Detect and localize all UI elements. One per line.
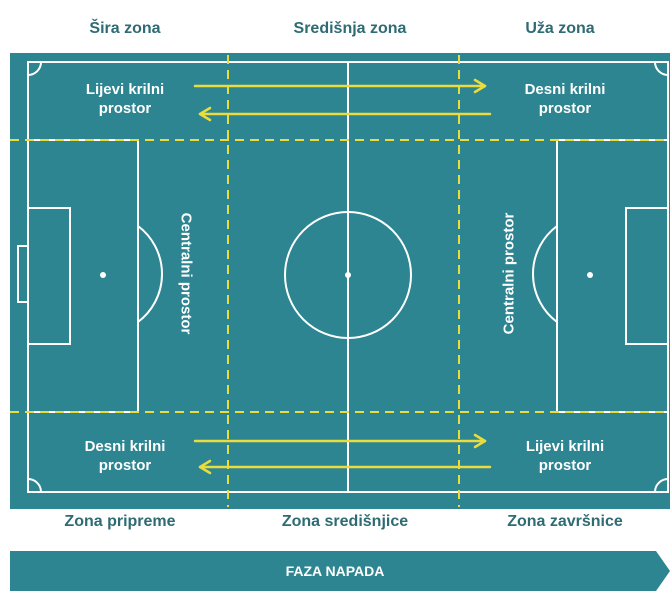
arrow-bottom-backward-head bbox=[198, 459, 212, 475]
corner-arc-bottom-left bbox=[27, 478, 42, 493]
center-circle bbox=[284, 211, 412, 339]
label-right-wing-bottom: Desni krilni prostor bbox=[50, 437, 200, 475]
label-central-right: Centralni prostor bbox=[500, 212, 518, 335]
right-penalty-spot bbox=[587, 272, 593, 278]
arrow-bottom-forward-head bbox=[473, 433, 487, 449]
label-narrow-zone: Uža zona bbox=[525, 20, 595, 37]
label-left-wing-top-line2: prostor bbox=[98, 100, 152, 117]
right-goal-area bbox=[625, 207, 669, 345]
corner-arc-top-right bbox=[654, 61, 669, 76]
phase-arrow-bar bbox=[10, 551, 670, 591]
phase-arrow-shape bbox=[10, 551, 670, 591]
right-penalty-arc bbox=[532, 225, 558, 323]
label-left-wing-bottom: Lijevi krilni prostor bbox=[490, 437, 640, 475]
corner-arc-top-left bbox=[27, 61, 42, 76]
field-background bbox=[10, 53, 670, 509]
label-preparation-zone: Zona pripreme bbox=[64, 513, 176, 530]
label-wide-zone: Šira zona bbox=[89, 20, 161, 37]
label-right-wing-top-line1: Desni krilni bbox=[524, 81, 606, 98]
label-right-wing-bottom-line1: Desni krilni bbox=[84, 438, 166, 455]
label-right-wing-top-line2: prostor bbox=[538, 100, 592, 117]
left-penalty-arc bbox=[137, 225, 163, 323]
left-goal bbox=[17, 245, 29, 303]
label-finishing-zone: Zona završnice bbox=[507, 513, 623, 530]
corner-arc-bottom-right bbox=[654, 478, 669, 493]
arrow-top-backward-head bbox=[198, 106, 212, 122]
label-left-wing-bottom-line2: prostor bbox=[538, 457, 592, 474]
phase-label: FAZA NAPADA bbox=[285, 563, 385, 579]
label-central-left: Centralni prostor bbox=[177, 212, 195, 335]
arrow-top-forward-head bbox=[473, 78, 487, 94]
label-central-zone: Središnja zona bbox=[293, 20, 407, 37]
center-spot bbox=[345, 272, 351, 278]
left-penalty-spot bbox=[100, 272, 106, 278]
label-midfield-zone: Zona središnjice bbox=[281, 513, 409, 530]
label-left-wing-top-line1: Lijevi krilni bbox=[85, 81, 165, 98]
label-left-wing-bottom-line1: Lijevi krilni bbox=[525, 438, 605, 455]
label-right-wing-bottom-line2: prostor bbox=[98, 457, 152, 474]
label-left-wing-top: Lijevi krilni prostor bbox=[50, 80, 200, 118]
label-right-wing-top: Desni krilni prostor bbox=[490, 80, 640, 118]
